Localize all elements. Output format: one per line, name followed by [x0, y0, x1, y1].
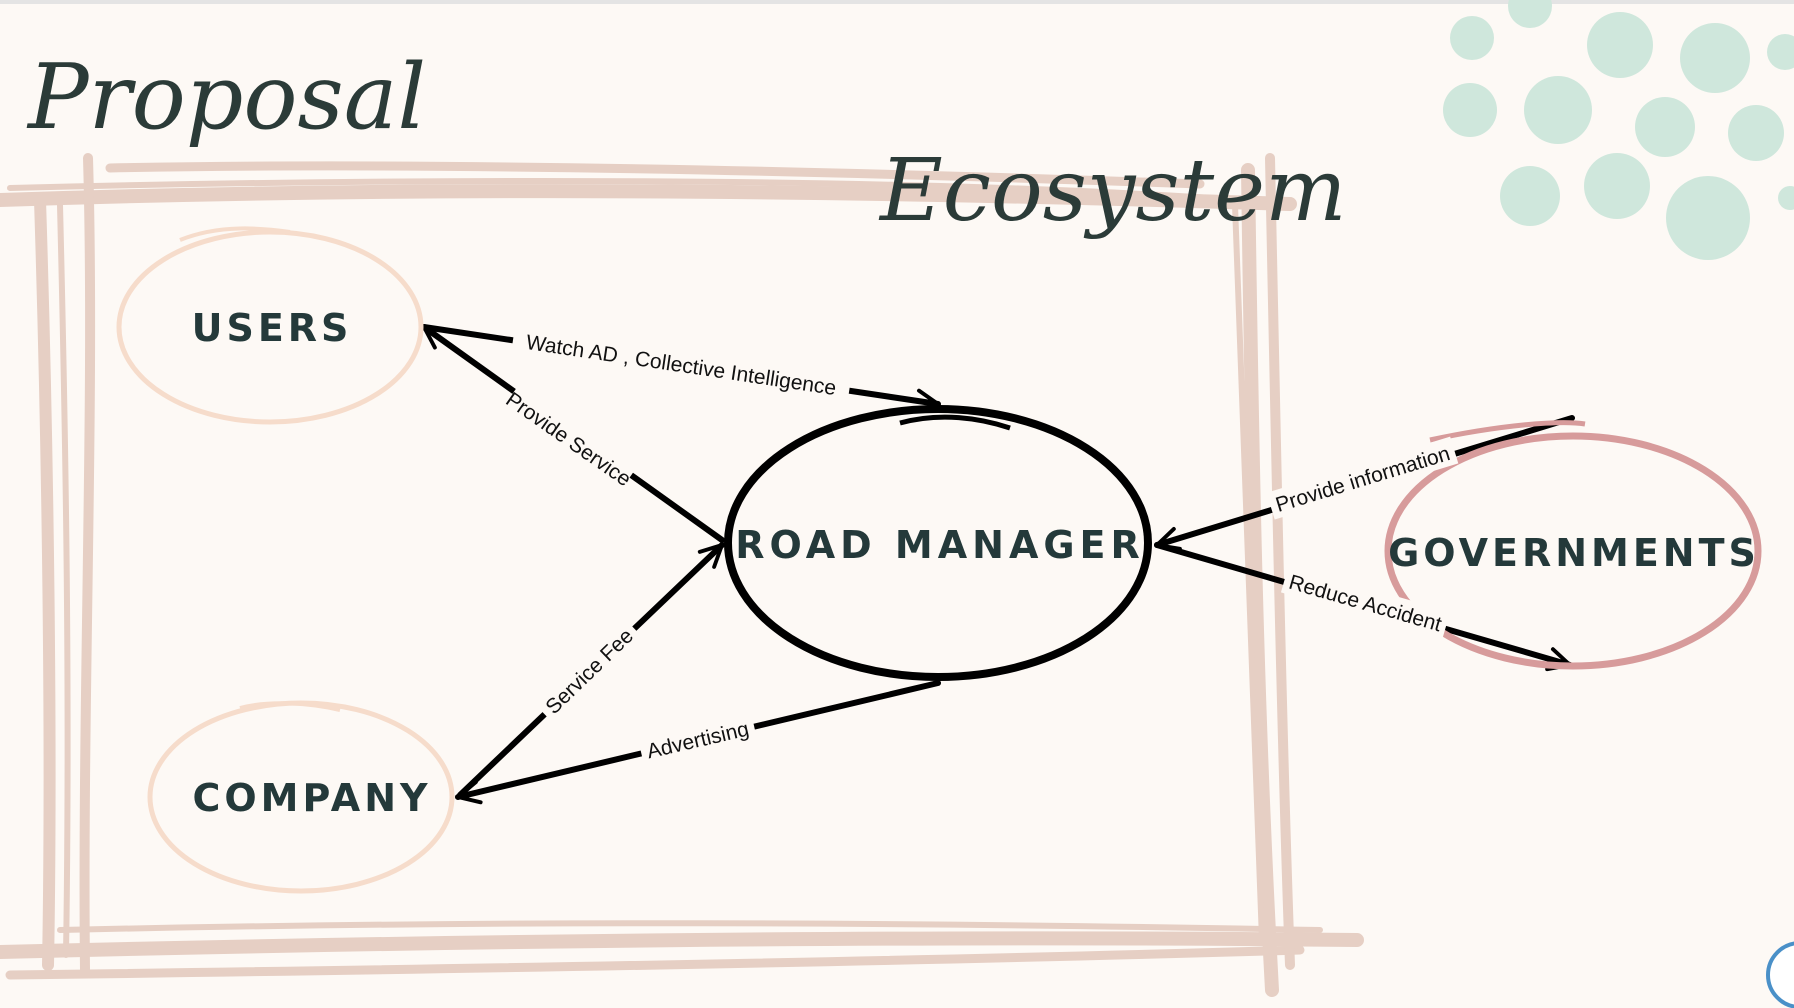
slide-title: Proposal [26, 45, 426, 150]
node-company-label: COMPANY [192, 776, 431, 820]
node-company: COMPANY [147, 700, 455, 894]
edge-label-watch-ad: Watch AD , Collective Intelligence [524, 331, 837, 400]
slide-subtitle: Ecosystem [878, 141, 1347, 241]
node-users-label: USERS [192, 306, 353, 350]
decorative-dots [1443, 0, 1794, 260]
edge-label-service-fee: Service Fee [541, 624, 638, 718]
corner-widget[interactable] [1766, 941, 1794, 1008]
node-road-manager-label: ROAD MANAGER [735, 523, 1145, 567]
connectors [421, 324, 1575, 805]
node-governments-label: GOVERNMENTS [1388, 531, 1760, 575]
node-users: USERS [116, 226, 424, 425]
edge-label-provide-service: Provide Service [501, 388, 635, 491]
node-road-manager: ROAD MANAGER [724, 405, 1152, 681]
node-governments: GOVERNMENTS [1384, 420, 1762, 670]
top-divider [0, 0, 1794, 4]
sketch-frame [0, 153, 1364, 997]
edge-label-advertising: Advertising [645, 718, 751, 764]
